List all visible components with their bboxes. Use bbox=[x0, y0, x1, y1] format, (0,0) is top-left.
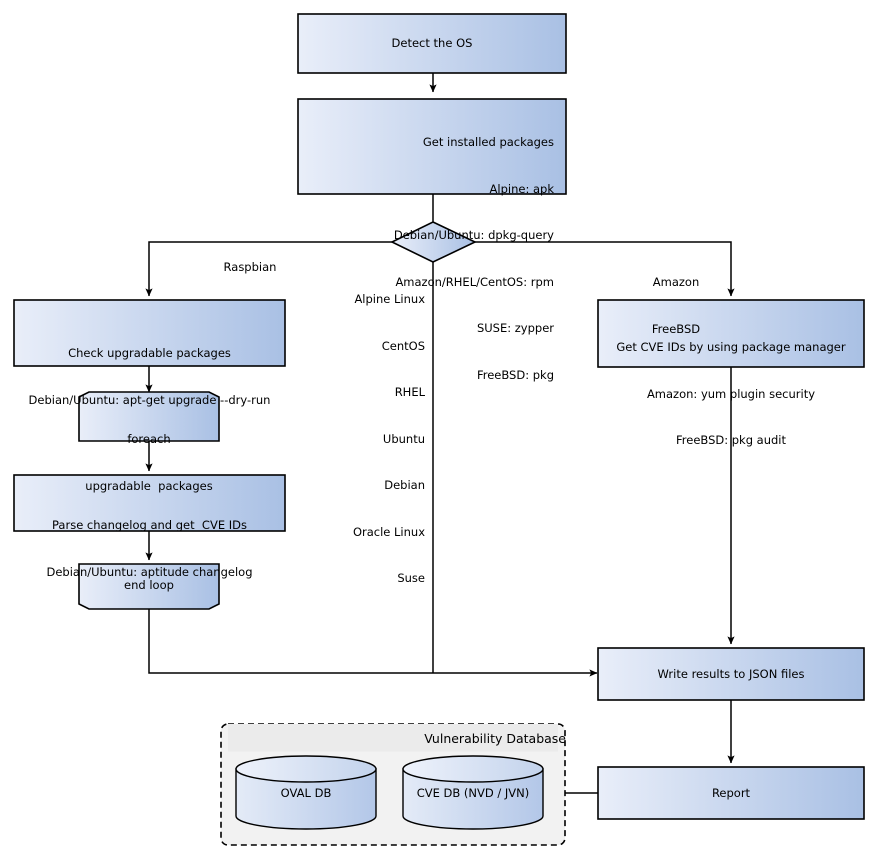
node-write-results-shape bbox=[597, 647, 865, 701]
flowchart-edges bbox=[145, 73, 735, 794]
node-end-loop[interactable] bbox=[79, 564, 219, 609]
edge-label-middle-os-list: Alpine Linux CentOS RHEL Ubuntu Debian O… bbox=[304, 261, 425, 618]
os-item-0: Alpine Linux bbox=[354, 292, 425, 306]
node-os-decision-shape bbox=[390, 221, 477, 263]
node-get-installed-packages[interactable] bbox=[298, 99, 566, 194]
node-foreach-shape bbox=[78, 391, 220, 442]
node-get-installed-packages-shape bbox=[297, 98, 567, 195]
vulnerability-database-group-title: Vulnerability Database bbox=[424, 731, 566, 746]
node-detect-os[interactable] bbox=[298, 14, 566, 73]
edge-label-raspbian: Raspbian bbox=[223, 260, 277, 274]
node-detect-os-shape bbox=[297, 13, 567, 74]
node-oval-db-shape bbox=[235, 755, 377, 830]
os-item-4: Debian bbox=[384, 478, 425, 492]
node-os-decision[interactable] bbox=[392, 222, 475, 262]
node-write-results[interactable] bbox=[598, 648, 864, 700]
node-report[interactable] bbox=[598, 767, 864, 819]
edge-label-amazon-freebsd: Amazon FreeBSD bbox=[626, 244, 726, 368]
branch-item-1: FreeBSD bbox=[651, 321, 701, 336]
branch-item-0: Amazon bbox=[652, 275, 700, 289]
node-report-shape bbox=[597, 766, 865, 820]
node-parse-changelog-shape bbox=[13, 474, 286, 532]
node-check-upgradable[interactable] bbox=[14, 300, 285, 366]
os-item-1: CentOS bbox=[381, 338, 425, 353]
node-parse-changelog[interactable] bbox=[14, 475, 285, 531]
os-item-3: Ubuntu bbox=[382, 431, 425, 446]
node-check-upgradable-shape bbox=[13, 299, 286, 367]
os-item-5: Oracle Linux bbox=[352, 524, 425, 539]
os-item-2: RHEL bbox=[394, 385, 425, 399]
node-cve-db[interactable] bbox=[403, 756, 543, 829]
node-get-cve-ids[interactable] bbox=[598, 300, 864, 367]
node-get-cve-ids-shape bbox=[597, 299, 865, 368]
node-end-loop-shape bbox=[78, 563, 220, 610]
node-oval-db[interactable] bbox=[236, 756, 376, 829]
os-item-6: Suse bbox=[397, 571, 425, 585]
node-foreach-loop[interactable] bbox=[79, 392, 219, 441]
node-cve-db-shape bbox=[402, 755, 544, 830]
